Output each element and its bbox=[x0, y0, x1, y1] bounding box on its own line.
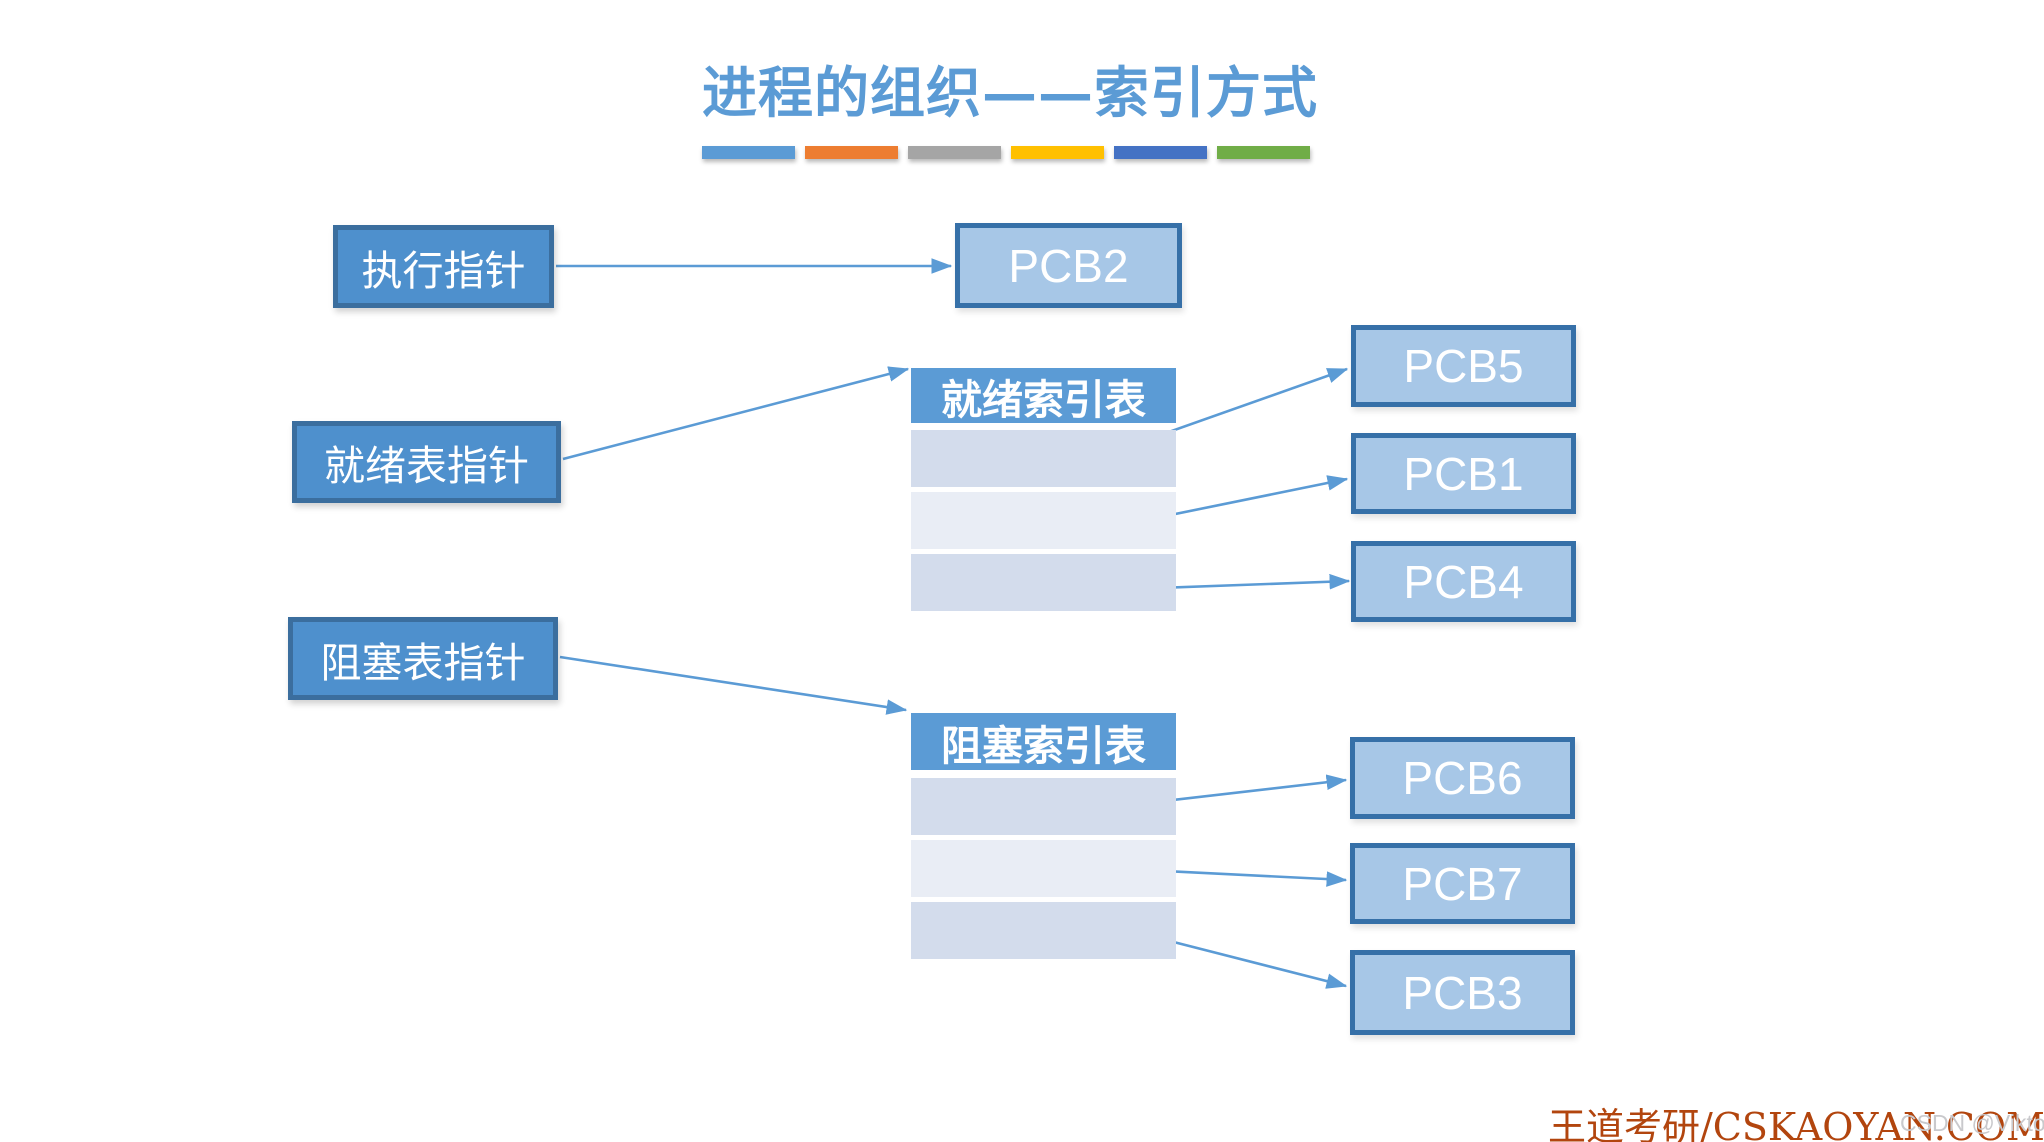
arrow-ready-ptr-to-table bbox=[562, 366, 910, 461]
accent-bar-row bbox=[702, 146, 1310, 159]
slide-title: 进程的组织——索引方式 bbox=[701, 60, 1318, 125]
ready-table-row-1 bbox=[911, 430, 1176, 487]
pcb-box-pcb4: PCB4 bbox=[1351, 541, 1576, 622]
blocked-table-row-3 bbox=[911, 902, 1176, 959]
blocked-table-row-2 bbox=[911, 840, 1176, 897]
ready-table-row-2 bbox=[911, 492, 1176, 549]
watermark-brand: 王道考研/CSKAOYAN.COM bbox=[1548, 1105, 2044, 1142]
accent-bar-blue bbox=[702, 146, 795, 159]
pcb-box-pcb2: PCB2 bbox=[955, 223, 1182, 308]
ready-table-row-3 bbox=[911, 554, 1176, 611]
accent-bar-green bbox=[1217, 146, 1310, 159]
accent-bar-gray bbox=[908, 146, 1001, 159]
pcb-box-pcb1: PCB1 bbox=[1351, 433, 1576, 514]
ready-index-table-header: 就绪索引表 bbox=[911, 368, 1176, 424]
accent-bar-darkblue bbox=[1114, 146, 1207, 159]
blocked-index-table-header: 阻塞索引表 bbox=[911, 713, 1176, 770]
accent-bar-orange bbox=[805, 146, 898, 159]
pcb-box-pcb5: PCB5 bbox=[1351, 325, 1576, 407]
arrow-blocked-ptr-to-table bbox=[559, 655, 908, 715]
ready-pointer-box: 就绪表指针 bbox=[292, 421, 561, 503]
pcb-box-pcb7: PCB7 bbox=[1350, 843, 1575, 924]
pcb-box-pcb6: PCB6 bbox=[1350, 737, 1575, 819]
exec-pointer-box: 执行指针 bbox=[333, 225, 554, 308]
accent-bar-gold bbox=[1011, 146, 1104, 159]
pcb-box-pcb3: PCB3 bbox=[1350, 950, 1575, 1035]
blocked-table-row-1 bbox=[911, 778, 1176, 835]
watermark-csdn: CSDN @Viktoriae bbox=[1900, 1110, 2044, 1136]
blocked-pointer-box: 阻塞表指针 bbox=[288, 617, 558, 700]
